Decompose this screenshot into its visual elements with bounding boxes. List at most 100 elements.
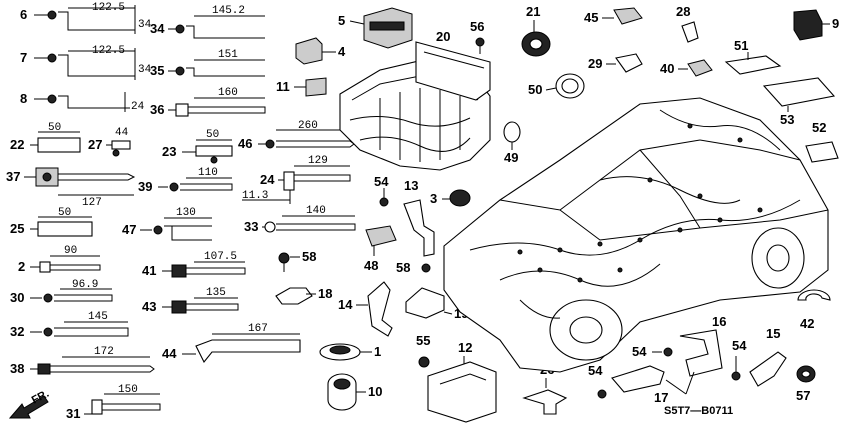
dim-36: 160 [218, 87, 238, 99]
callout-25: 25 [10, 221, 24, 236]
dim-2: 90 [64, 245, 77, 257]
callout-28: 28 [676, 4, 690, 19]
callout-12: 12 [458, 340, 472, 355]
part-48-connector: 48 [364, 225, 397, 273]
part-2-clip: 2 90 [18, 245, 101, 274]
dim-27: 44 [115, 127, 129, 139]
callout-38: 38 [10, 361, 24, 376]
callout-16: 16 [712, 314, 726, 329]
callout-54a: 54 [374, 174, 389, 189]
callout-22: 22 [10, 137, 24, 152]
part-12-cover: 12 [427, 340, 497, 423]
callout-15: 15 [766, 326, 780, 341]
callout-39: 39 [138, 179, 152, 194]
callout-52: 52 [812, 120, 826, 135]
callout-51: 51 [734, 38, 748, 53]
part-25-clip: 25 50 [10, 207, 93, 237]
dim-33: 140 [306, 205, 326, 217]
front-label: FR. [30, 388, 51, 407]
part-46-clip: 46 260 [238, 120, 355, 151]
part-16-bracket: 16 [679, 314, 726, 377]
part-11-connector: 11 [276, 77, 327, 97]
part-5-fusebox: 5 [338, 7, 413, 49]
part-17-bracket: 17 [611, 365, 695, 405]
part-4-connector: 4 [295, 37, 346, 65]
callout-24: 24 [260, 172, 275, 187]
callout-33: 33 [244, 219, 258, 234]
callout-11: 11 [276, 79, 290, 94]
callout-1: 1 [374, 344, 381, 359]
callout-4: 4 [338, 44, 346, 59]
part-45-clip: 45 [584, 7, 643, 25]
callout-32: 32 [10, 324, 24, 339]
part-19-bracket: 19 [405, 287, 468, 321]
part-37-bracket: 37 127 [6, 167, 136, 209]
callout-29: 29 [588, 56, 602, 71]
part-22-clip: 22 50 [10, 122, 81, 153]
part-51-pad: 51 [724, 38, 782, 75]
callout-42: 42 [800, 316, 814, 331]
dim-30: 96.9 [72, 279, 98, 291]
part-9-grommet: 9 [793, 9, 839, 41]
dim-47: 130 [176, 207, 196, 219]
callout-48: 48 [364, 258, 378, 273]
dim-39: 110 [198, 167, 218, 179]
callout-21: 21 [526, 4, 540, 19]
part-33-clip: 33 140 [244, 205, 356, 234]
callout-5: 5 [338, 13, 345, 28]
part-30-clip: 30 96.9 [10, 279, 113, 305]
part-23-clip: 23 50 [162, 129, 233, 164]
dim-35: 151 [218, 49, 238, 61]
part-36-clip: 36 160 [150, 87, 266, 117]
callout-20: 20 [436, 29, 450, 44]
part-56-bolt: 56 [470, 19, 485, 54]
callout-18: 18 [318, 286, 332, 301]
part-34-clip: 34 145.2 [150, 5, 265, 39]
callout-46: 46 [238, 136, 252, 151]
part-40-clip: 40 [660, 59, 713, 77]
part-29-clip: 29 [588, 53, 643, 73]
callout-54b: 54 [632, 344, 647, 359]
callout-47: 47 [122, 222, 136, 237]
callout-58a: 58 [302, 249, 316, 264]
part-35-clip: 35 151 [150, 49, 265, 78]
part-54-bolt-b: 54 [632, 344, 673, 359]
callout-43: 43 [142, 299, 156, 314]
callout-41: 41 [142, 263, 156, 278]
callout-44: 44 [162, 346, 177, 361]
part-18-bracket: 18 [275, 286, 332, 305]
dim-43: 135 [206, 287, 226, 299]
dim-25: 50 [58, 207, 71, 219]
part-27-clip: 27 44 [88, 127, 131, 157]
dim-44: 167 [248, 323, 268, 335]
part-8-clip: 8 24 [20, 91, 145, 113]
dim-7a: 122.5 [92, 45, 125, 57]
part-3-plug: 3 [430, 189, 471, 207]
callout-58b: 58 [396, 260, 410, 275]
part-13-bracket: 13 [403, 178, 435, 257]
part-24-clip: 24 129 11.3 [242, 155, 351, 204]
part-58-bolt-b: 58 [396, 260, 431, 275]
callout-27: 27 [88, 137, 102, 152]
dim-6b: 34 [138, 19, 152, 31]
dim-24a: 129 [308, 155, 328, 167]
callout-49: 49 [504, 150, 518, 165]
part-50-ring: 50 [528, 73, 585, 99]
dim-8: 24 [131, 101, 145, 113]
part-15-bracket: 15 [749, 326, 787, 387]
dim-23: 50 [206, 129, 219, 141]
part-10-grommet: 10 [327, 373, 382, 411]
dim-22: 50 [48, 122, 61, 134]
part-14-bracket: 14 [338, 281, 393, 337]
part-58-bolt-a: 58 [278, 249, 316, 272]
dim-32: 145 [88, 311, 108, 323]
callout-2: 2 [18, 259, 25, 274]
part-38-tie: 38 172 [10, 346, 155, 376]
callout-57: 57 [796, 388, 810, 403]
part-54-bolt-d: 54 [588, 363, 607, 399]
callout-23: 23 [162, 144, 176, 159]
dim-34: 145.2 [212, 5, 245, 17]
callout-3: 3 [430, 191, 437, 206]
